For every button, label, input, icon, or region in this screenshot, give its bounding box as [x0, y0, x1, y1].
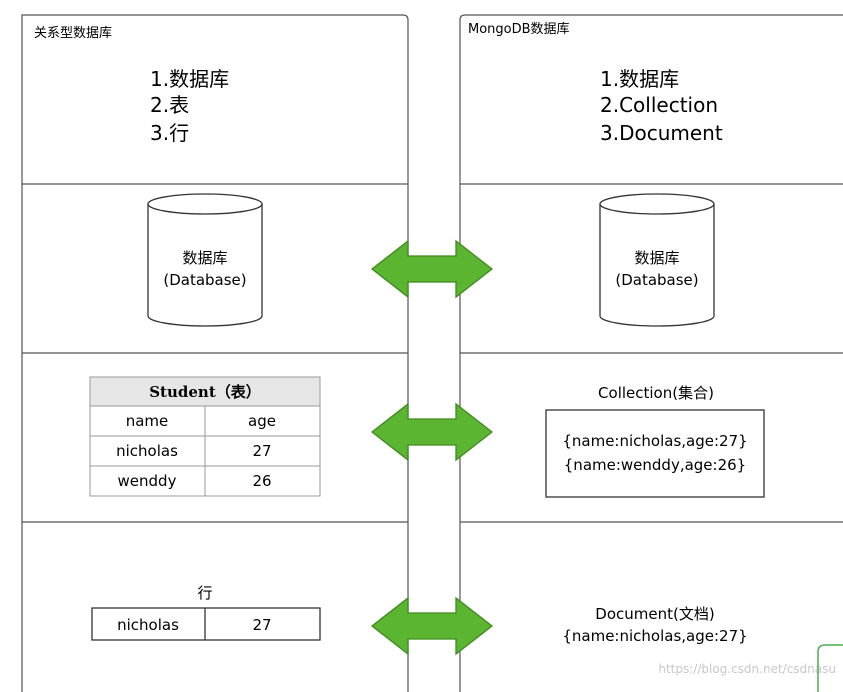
right-panel-title: MongoDB数据库 — [468, 21, 570, 37]
student-table-title: Student（表） — [149, 383, 261, 401]
right-list-item-1: 1.数据库 — [600, 67, 679, 91]
collection-title: Collection(集合) — [598, 384, 714, 402]
row-table — [91, 607, 321, 641]
document-title: Document(文档) — [595, 605, 714, 623]
corner-widget — [817, 644, 843, 692]
table-header-name: name — [126, 412, 169, 430]
row-cell-age: 27 — [252, 616, 271, 634]
table-row2-name: wenddy — [118, 472, 177, 490]
right-list-item-2: 2.Collection — [600, 93, 718, 117]
collection-doc-2: {name:wenddy,age:26} — [564, 456, 746, 474]
left-db-sub: (Database) — [163, 271, 246, 289]
row-cell-name: nicholas — [117, 616, 179, 634]
right-list-item-3: 3.Document — [600, 121, 723, 145]
table-row1-name: nicholas — [116, 442, 178, 460]
table-row2-age: 26 — [252, 472, 271, 490]
double-arrow-collection — [370, 402, 494, 462]
row-label: 行 — [197, 584, 212, 602]
left-panel-title: 关系型数据库 — [34, 25, 112, 41]
table-header-age: age — [248, 412, 276, 430]
watermark-text: https://blog.csdn.net/csdnasu — [658, 662, 836, 676]
table-row1-age: 27 — [252, 442, 271, 460]
left-db-label: 数据库 — [182, 249, 227, 267]
right-database-cylinder — [599, 193, 715, 327]
right-db-sub: (Database) — [615, 271, 698, 289]
left-list-item-3: 3.行 — [150, 121, 189, 145]
right-db-label: 数据库 — [634, 249, 679, 267]
left-list-item-2: 2.表 — [150, 93, 189, 117]
document-value: {name:nicholas,age:27} — [562, 627, 747, 645]
student-table — [89, 376, 321, 497]
double-arrow-document — [370, 596, 494, 656]
collection-doc-1: {name:nicholas,age:27} — [562, 432, 747, 450]
collection-box — [545, 409, 765, 498]
double-arrow-database — [370, 239, 494, 299]
left-database-cylinder — [147, 193, 263, 327]
left-list-item-1: 1.数据库 — [150, 67, 229, 91]
